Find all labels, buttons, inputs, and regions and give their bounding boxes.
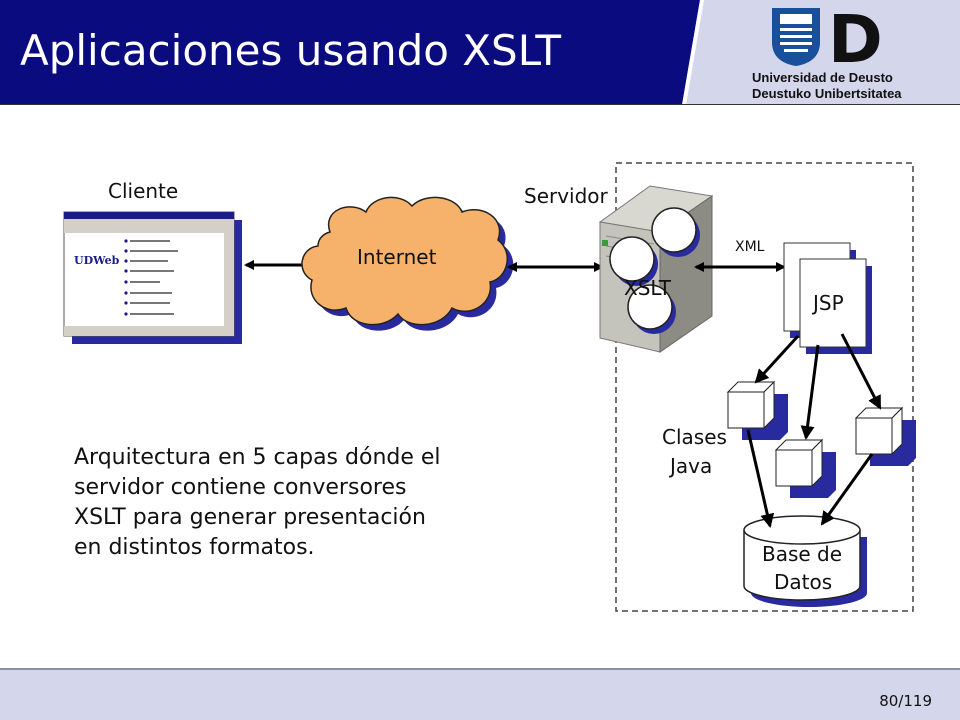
shield-icon bbox=[772, 8, 820, 66]
java-class-cube-1 bbox=[726, 380, 788, 440]
description-line: en distintos formatos. bbox=[74, 535, 315, 560]
java-class-cube-2 bbox=[774, 438, 836, 498]
jsp-to-class3-arrow bbox=[840, 333, 882, 410]
browser-window: UDWeb bbox=[63, 211, 242, 344]
logo-letter: D bbox=[828, 4, 883, 68]
header-divider bbox=[682, 0, 704, 105]
jsp-label: JSP bbox=[811, 291, 844, 315]
server-boundary bbox=[615, 162, 914, 612]
page-title: Aplicaciones usando XSLT bbox=[20, 26, 561, 75]
jsp-to-class1-arrow bbox=[754, 334, 800, 384]
footer: 80/119 bbox=[0, 668, 960, 720]
java-class-cube-3 bbox=[854, 406, 916, 466]
xslt-label: XSLT bbox=[624, 276, 672, 300]
jsp-pages: JSP bbox=[783, 242, 872, 354]
internet-cloud: Internet bbox=[301, 196, 514, 331]
header: Aplicaciones usando XSLT D Universidad d… bbox=[0, 0, 960, 105]
header-logo-area bbox=[682, 0, 960, 105]
architecture-description: Arquitectura en 5 capas dónde el servido… bbox=[74, 443, 494, 563]
xslt-converters: XSLT bbox=[609, 207, 700, 334]
header-band bbox=[0, 0, 960, 105]
university-name: Universidad de Deusto bbox=[752, 70, 893, 85]
servidor-label: Servidor bbox=[524, 184, 609, 208]
clases-label-1: Clases bbox=[662, 425, 727, 449]
page-number: 80/119 bbox=[879, 692, 932, 710]
description-line: Arquitectura en 5 capas dónde el bbox=[74, 445, 441, 470]
clases-label-2: Java bbox=[668, 454, 712, 478]
description-line: servidor contiene conversores bbox=[74, 475, 407, 500]
class1-to-db-arrow bbox=[746, 429, 775, 528]
browser-menu-lines bbox=[130, 240, 178, 315]
university-logo: D bbox=[772, 4, 883, 68]
university-name-basque: Deustuko Unibertsitatea bbox=[752, 86, 902, 101]
xml-label: XML bbox=[735, 239, 765, 255]
database-cylinder: Base de Datos bbox=[743, 515, 867, 607]
db-label-2: Datos bbox=[774, 570, 832, 594]
jsp-to-class2-arrow bbox=[800, 344, 820, 440]
browser-brand: UDWeb bbox=[74, 254, 120, 267]
db-label-1: Base de bbox=[762, 542, 842, 566]
cliente-label: Cliente bbox=[108, 179, 178, 203]
internet-label: Internet bbox=[357, 245, 437, 269]
architecture-diagram: Cliente Servidor UDWeb Internet bbox=[63, 162, 916, 612]
class3-to-db-arrow bbox=[820, 453, 874, 526]
header-blue-band bbox=[0, 0, 700, 105]
description-line: XSLT para generar presentación bbox=[74, 505, 426, 530]
